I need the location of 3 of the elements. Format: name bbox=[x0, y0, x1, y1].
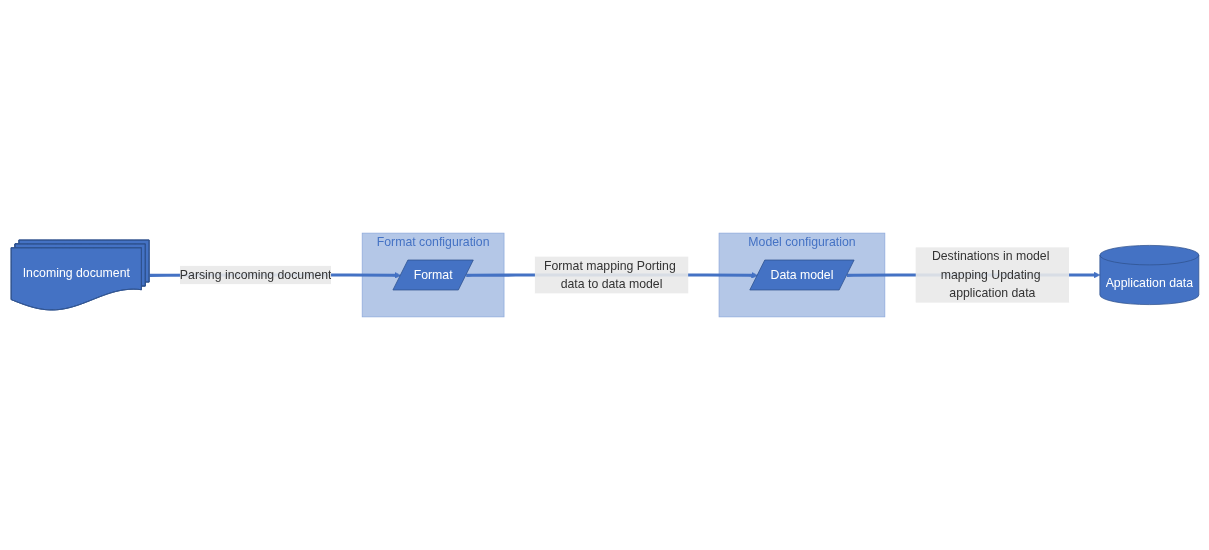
edge-label: Format mapping Porting data to data model bbox=[543, 258, 676, 291]
edge-label: Parsing incoming document bbox=[179, 268, 331, 282]
edge-label: Destinations in model mapping Updating application data bbox=[931, 249, 1049, 300]
